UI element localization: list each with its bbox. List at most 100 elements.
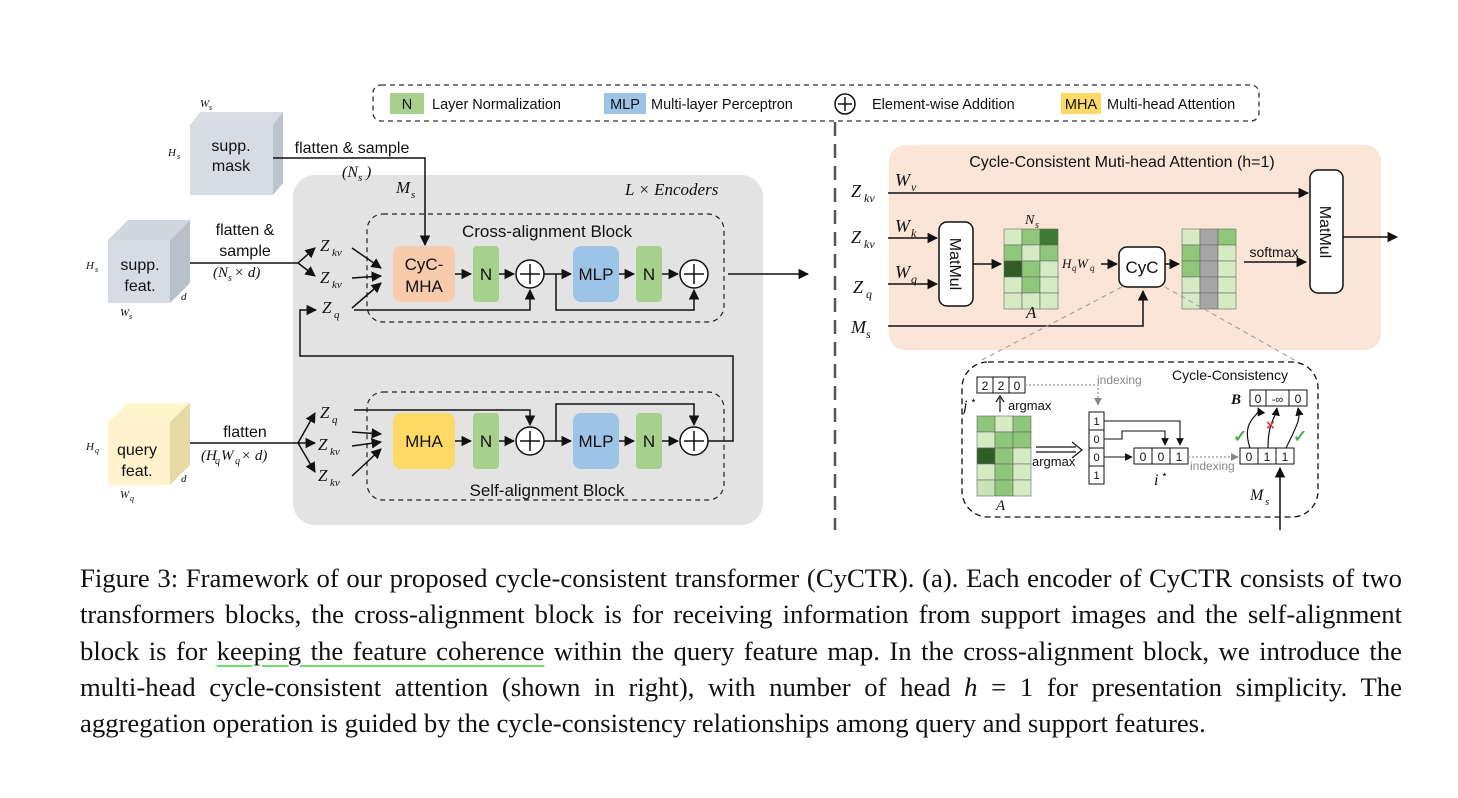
svg-text:N: N bbox=[1024, 213, 1035, 228]
svg-text:q: q bbox=[1090, 263, 1095, 273]
svg-text:q: q bbox=[215, 456, 220, 467]
svg-text:Z: Z bbox=[320, 403, 330, 422]
matrix-cell bbox=[1021, 228, 1041, 246]
svg-text:N: N bbox=[643, 432, 655, 451]
matrix-cell bbox=[1181, 260, 1201, 278]
svg-text:MatMul: MatMul bbox=[946, 238, 963, 290]
svg-text:W: W bbox=[895, 262, 912, 282]
small-matrix-a bbox=[976, 415, 1032, 497]
svg-text:indexing: indexing bbox=[1190, 459, 1235, 473]
matrix-cell bbox=[1012, 447, 1032, 465]
svg-text:s: s bbox=[1035, 220, 1039, 231]
matrix-cell bbox=[994, 447, 1014, 465]
matrix-cell bbox=[1003, 292, 1023, 310]
svg-text:H: H bbox=[85, 441, 95, 453]
svg-text:1: 1 bbox=[1093, 470, 1099, 482]
svg-text:A: A bbox=[995, 498, 1006, 514]
svg-text:W: W bbox=[120, 489, 130, 501]
svg-text:0: 0 bbox=[1093, 434, 1099, 446]
matrix-cell bbox=[976, 463, 996, 481]
svg-text:W: W bbox=[895, 170, 912, 190]
svg-text:⋆: ⋆ bbox=[970, 395, 977, 407]
svg-text:argmax: argmax bbox=[1008, 398, 1052, 413]
svg-text:B: B bbox=[1230, 392, 1241, 408]
matrix-cell bbox=[1199, 292, 1219, 310]
matrix-cell bbox=[1181, 244, 1201, 262]
svg-text:M: M bbox=[1249, 487, 1265, 504]
matrix-cell bbox=[1181, 228, 1201, 246]
matrix-cell bbox=[1012, 431, 1032, 449]
svg-text:⋆: ⋆ bbox=[1161, 469, 1168, 481]
svg-text:M: M bbox=[850, 317, 867, 337]
matrix-cell bbox=[1039, 228, 1059, 246]
matrix-cell bbox=[994, 431, 1014, 449]
svg-text:q: q bbox=[866, 287, 872, 301]
matrix-cell bbox=[1021, 244, 1041, 262]
matrix-cell bbox=[1039, 260, 1059, 278]
matrix-cell bbox=[1199, 228, 1219, 246]
svg-text:k: k bbox=[911, 226, 917, 240]
svg-text:s: s bbox=[95, 265, 98, 274]
svg-text:MHA: MHA bbox=[405, 432, 443, 451]
check-icon: ✓ bbox=[1233, 427, 1247, 446]
svg-text:j: j bbox=[961, 398, 968, 415]
svg-text:Z: Z bbox=[851, 227, 862, 247]
cyc-box bbox=[1118, 246, 1166, 288]
svg-text:feat.: feat. bbox=[124, 278, 155, 295]
matrix-cell bbox=[1199, 260, 1219, 278]
matrix-cell bbox=[994, 463, 1014, 481]
svg-text:0: 0 bbox=[1140, 450, 1147, 464]
matrix-cell bbox=[1021, 276, 1041, 294]
matrix-cell bbox=[1217, 276, 1237, 294]
argmax-up-arrow bbox=[995, 394, 1005, 412]
svg-text:kv: kv bbox=[330, 446, 340, 458]
matrix-cell bbox=[1003, 276, 1023, 294]
legend-mlp-glyph: MLP bbox=[610, 97, 640, 113]
j-star-vector: 2 2 0 bbox=[976, 376, 1026, 394]
svg-text:Z: Z bbox=[853, 277, 864, 297]
svg-text:(N: (N bbox=[342, 164, 359, 181]
svg-text:s: s bbox=[177, 152, 180, 161]
matrix-cell bbox=[1021, 260, 1041, 278]
svg-text:× d): × d) bbox=[241, 448, 267, 464]
svg-text:supp.: supp. bbox=[120, 257, 159, 274]
svg-text:(N: (N bbox=[213, 265, 229, 281]
svg-text:W: W bbox=[120, 307, 130, 319]
matrix-cell bbox=[1012, 415, 1032, 433]
i-star-vector: 0 0 1 bbox=[1133, 447, 1189, 465]
svg-text:q: q bbox=[911, 272, 917, 286]
column-vector: 1 0 0 1 bbox=[1088, 411, 1105, 485]
matrix-cell bbox=[1181, 292, 1201, 310]
svg-text:MLP: MLP bbox=[579, 265, 614, 284]
self-title: Self-alignment Block bbox=[470, 481, 625, 500]
matrix-cell bbox=[1039, 276, 1059, 294]
matrix-cell bbox=[1217, 292, 1237, 310]
cycmha-title: Cycle-Consistent Muti-head Attention (h=… bbox=[969, 154, 1274, 171]
matrix-cell bbox=[1039, 244, 1059, 262]
cross-title: Cross-alignment Block bbox=[462, 222, 633, 241]
svg-text:N: N bbox=[480, 265, 492, 284]
svg-text:Z: Z bbox=[322, 298, 332, 317]
svg-text:Z: Z bbox=[320, 236, 330, 255]
svg-text:q: q bbox=[95, 446, 99, 455]
svg-text:1: 1 bbox=[1264, 450, 1271, 464]
svg-text:CyC-: CyC- bbox=[405, 255, 444, 274]
svg-text:MLP: MLP bbox=[579, 432, 614, 451]
masked-attention-matrix bbox=[1181, 228, 1237, 310]
encoders-label: L × Encoders bbox=[624, 180, 719, 199]
svg-text:s: s bbox=[228, 273, 232, 284]
cross-alignment-block bbox=[366, 213, 725, 323]
matrix-cell bbox=[976, 447, 996, 465]
svg-text:argmax: argmax bbox=[1032, 454, 1076, 469]
caption-underlined-phrase: keeping the feature coherence bbox=[216, 635, 545, 666]
svg-text:s: s bbox=[358, 172, 362, 184]
svg-text:2: 2 bbox=[998, 379, 1005, 393]
svg-text:sample: sample bbox=[219, 243, 271, 260]
legend-mha-label: Multi-head Attention bbox=[1107, 97, 1235, 113]
svg-text:s: s bbox=[209, 103, 212, 112]
matrix-cell bbox=[976, 479, 996, 497]
svg-text:H: H bbox=[167, 147, 177, 159]
figure-caption: Figure 3: Framework of our proposed cycl… bbox=[80, 563, 1402, 739]
legend-mlp-label: Multi-layer Perceptron bbox=[651, 97, 793, 113]
